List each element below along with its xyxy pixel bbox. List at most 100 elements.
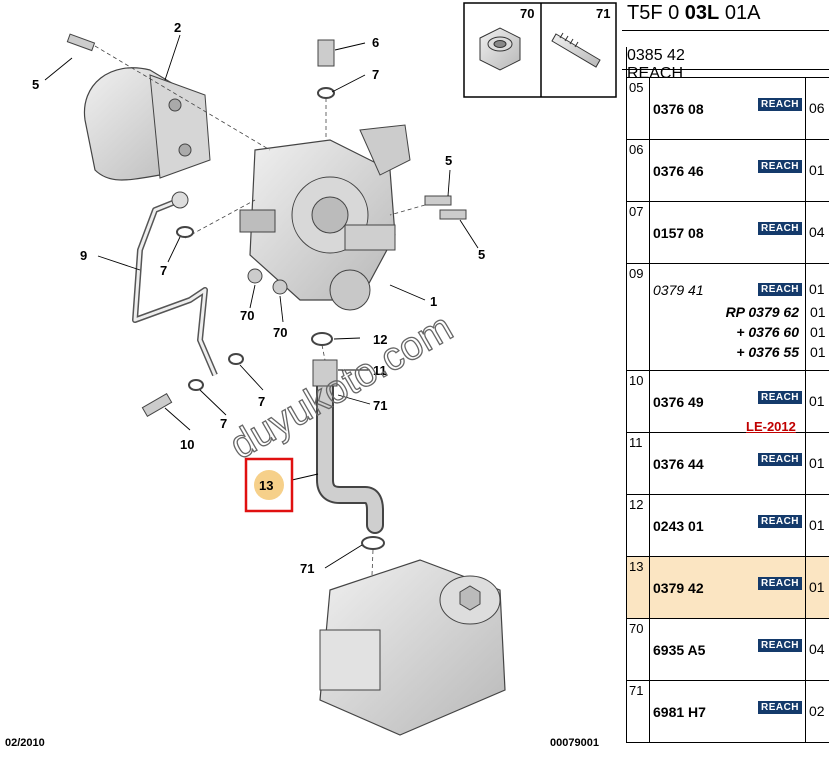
- callout-70[interactable]: 70: [240, 308, 254, 323]
- inset-label-71: 71: [596, 6, 610, 21]
- callout-71[interactable]: 71: [300, 561, 314, 576]
- parts-row-partial[interactable]: 0385 42 REACH 01: [626, 47, 829, 78]
- row-number: 71: [627, 681, 650, 742]
- row-quantity: 01: [805, 557, 829, 618]
- row-quantity: 01: [805, 371, 829, 432]
- row-part-code: 0157 08: [653, 225, 704, 241]
- panel-subheader: [622, 31, 829, 70]
- reach-badge: REACH: [758, 160, 802, 173]
- row-number: 07: [627, 202, 650, 263]
- row-part-code: 0385 42: [627, 47, 685, 64]
- row-quantity: 04: [805, 202, 829, 263]
- callout-2[interactable]: 2: [174, 20, 181, 35]
- callout-13: 13: [259, 478, 273, 493]
- callout-10[interactable]: 10: [180, 437, 194, 452]
- oil-feed-pipe-part: [132, 191, 218, 377]
- assembly-lines: [94, 45, 426, 576]
- row-part-code: 0376 08: [653, 101, 704, 117]
- reach-badge: REACH: [758, 98, 802, 111]
- callout-labels: 2 5 6 7 7 5 9 5 70 70 12 1 11 71 7 7 10 …: [32, 20, 485, 576]
- callout-11[interactable]: 11: [373, 363, 387, 378]
- callout-71[interactable]: 71: [373, 398, 387, 413]
- reach-badge: REACH: [627, 65, 684, 78]
- callout-5[interactable]: 5: [478, 247, 485, 262]
- row-quantity: 04: [805, 619, 829, 680]
- reach-badge: REACH: [758, 515, 802, 528]
- selected-callout-13[interactable]: 13: [244, 457, 294, 513]
- inset-box: 70 71: [463, 2, 617, 98]
- row-part-code: 0376 46: [653, 163, 704, 179]
- row-substitute-qty: 01: [810, 344, 826, 360]
- row-part-code: 0379 41: [653, 282, 704, 298]
- turbocharger-part: [239, 124, 411, 311]
- row-number: 09: [627, 264, 650, 370]
- exploded-parts-diagram: 70 71: [5, 2, 617, 749]
- callout-7[interactable]: 7: [258, 394, 265, 409]
- row-part-code: 0376 49: [653, 394, 704, 410]
- row-part-code: 0243 01: [653, 518, 704, 534]
- reach-badge: REACH: [758, 391, 802, 404]
- reach-badge: REACH: [758, 701, 802, 714]
- callout-5[interactable]: 5: [32, 77, 39, 92]
- row-number: 11: [627, 433, 650, 494]
- row-quantity: 01: [805, 433, 829, 494]
- callout-12[interactable]: 12: [373, 332, 387, 347]
- reach-badge: REACH: [758, 453, 802, 466]
- row-number: 10: [627, 371, 650, 432]
- row-quantity: 02: [805, 681, 829, 742]
- row-quantity: 01: [805, 264, 829, 370]
- row-note-link[interactable]: LE-2012: [746, 419, 796, 434]
- row-part-code: 0376 44: [653, 456, 704, 472]
- callout-7[interactable]: 7: [372, 67, 379, 82]
- row-substitute-code: + 0376 55: [736, 344, 799, 360]
- row-quantity: 06: [805, 78, 829, 139]
- watermark-text: duyukoto.com: [223, 305, 461, 468]
- row-number: 70: [627, 619, 650, 680]
- row-substitute-qty: 01: [810, 324, 826, 340]
- row-number: 05: [627, 78, 650, 139]
- reach-badge: REACH: [758, 283, 802, 296]
- row-quantity: 01: [805, 495, 829, 556]
- diagram-reference: 00079001: [550, 737, 599, 749]
- reach-badge: REACH: [758, 222, 802, 235]
- row-part-code: 6935 A5: [653, 642, 706, 658]
- callout-7[interactable]: 7: [220, 416, 227, 431]
- panel-title: T5F 0 03L 01A: [627, 2, 761, 24]
- row-part-code: 0379 42: [653, 580, 704, 596]
- callout-1[interactable]: 1: [430, 294, 437, 309]
- row-number: 13: [627, 557, 650, 618]
- row-part-code: 6981 H7: [653, 704, 706, 720]
- reach-badge: REACH: [758, 577, 802, 590]
- row-substitute-code: RP 0379 62: [725, 304, 799, 320]
- row-number: 06: [627, 140, 650, 201]
- callout-70[interactable]: 70: [273, 325, 287, 340]
- fastener-parts: [66, 33, 467, 550]
- stud-icon: [551, 32, 601, 68]
- callout-6[interactable]: 6: [372, 35, 379, 50]
- row-number: 12: [627, 495, 650, 556]
- diagram-date: 02/2010: [5, 737, 45, 749]
- oil-filter-housing-part: [319, 559, 506, 736]
- callout-7[interactable]: 7: [160, 263, 167, 278]
- diagram-canvas: 70 71: [32, 2, 617, 736]
- callout-5[interactable]: 5: [445, 153, 452, 168]
- panel-header: T5F 0 03L 01A: [622, 0, 829, 31]
- row-quantity: 01: [805, 140, 829, 201]
- nut-icon: [479, 27, 521, 71]
- callout-9[interactable]: 9: [80, 248, 87, 263]
- row-substitute-qty: 01: [810, 304, 826, 320]
- inset-label-70: 70: [520, 6, 534, 21]
- reach-badge: REACH: [758, 639, 802, 652]
